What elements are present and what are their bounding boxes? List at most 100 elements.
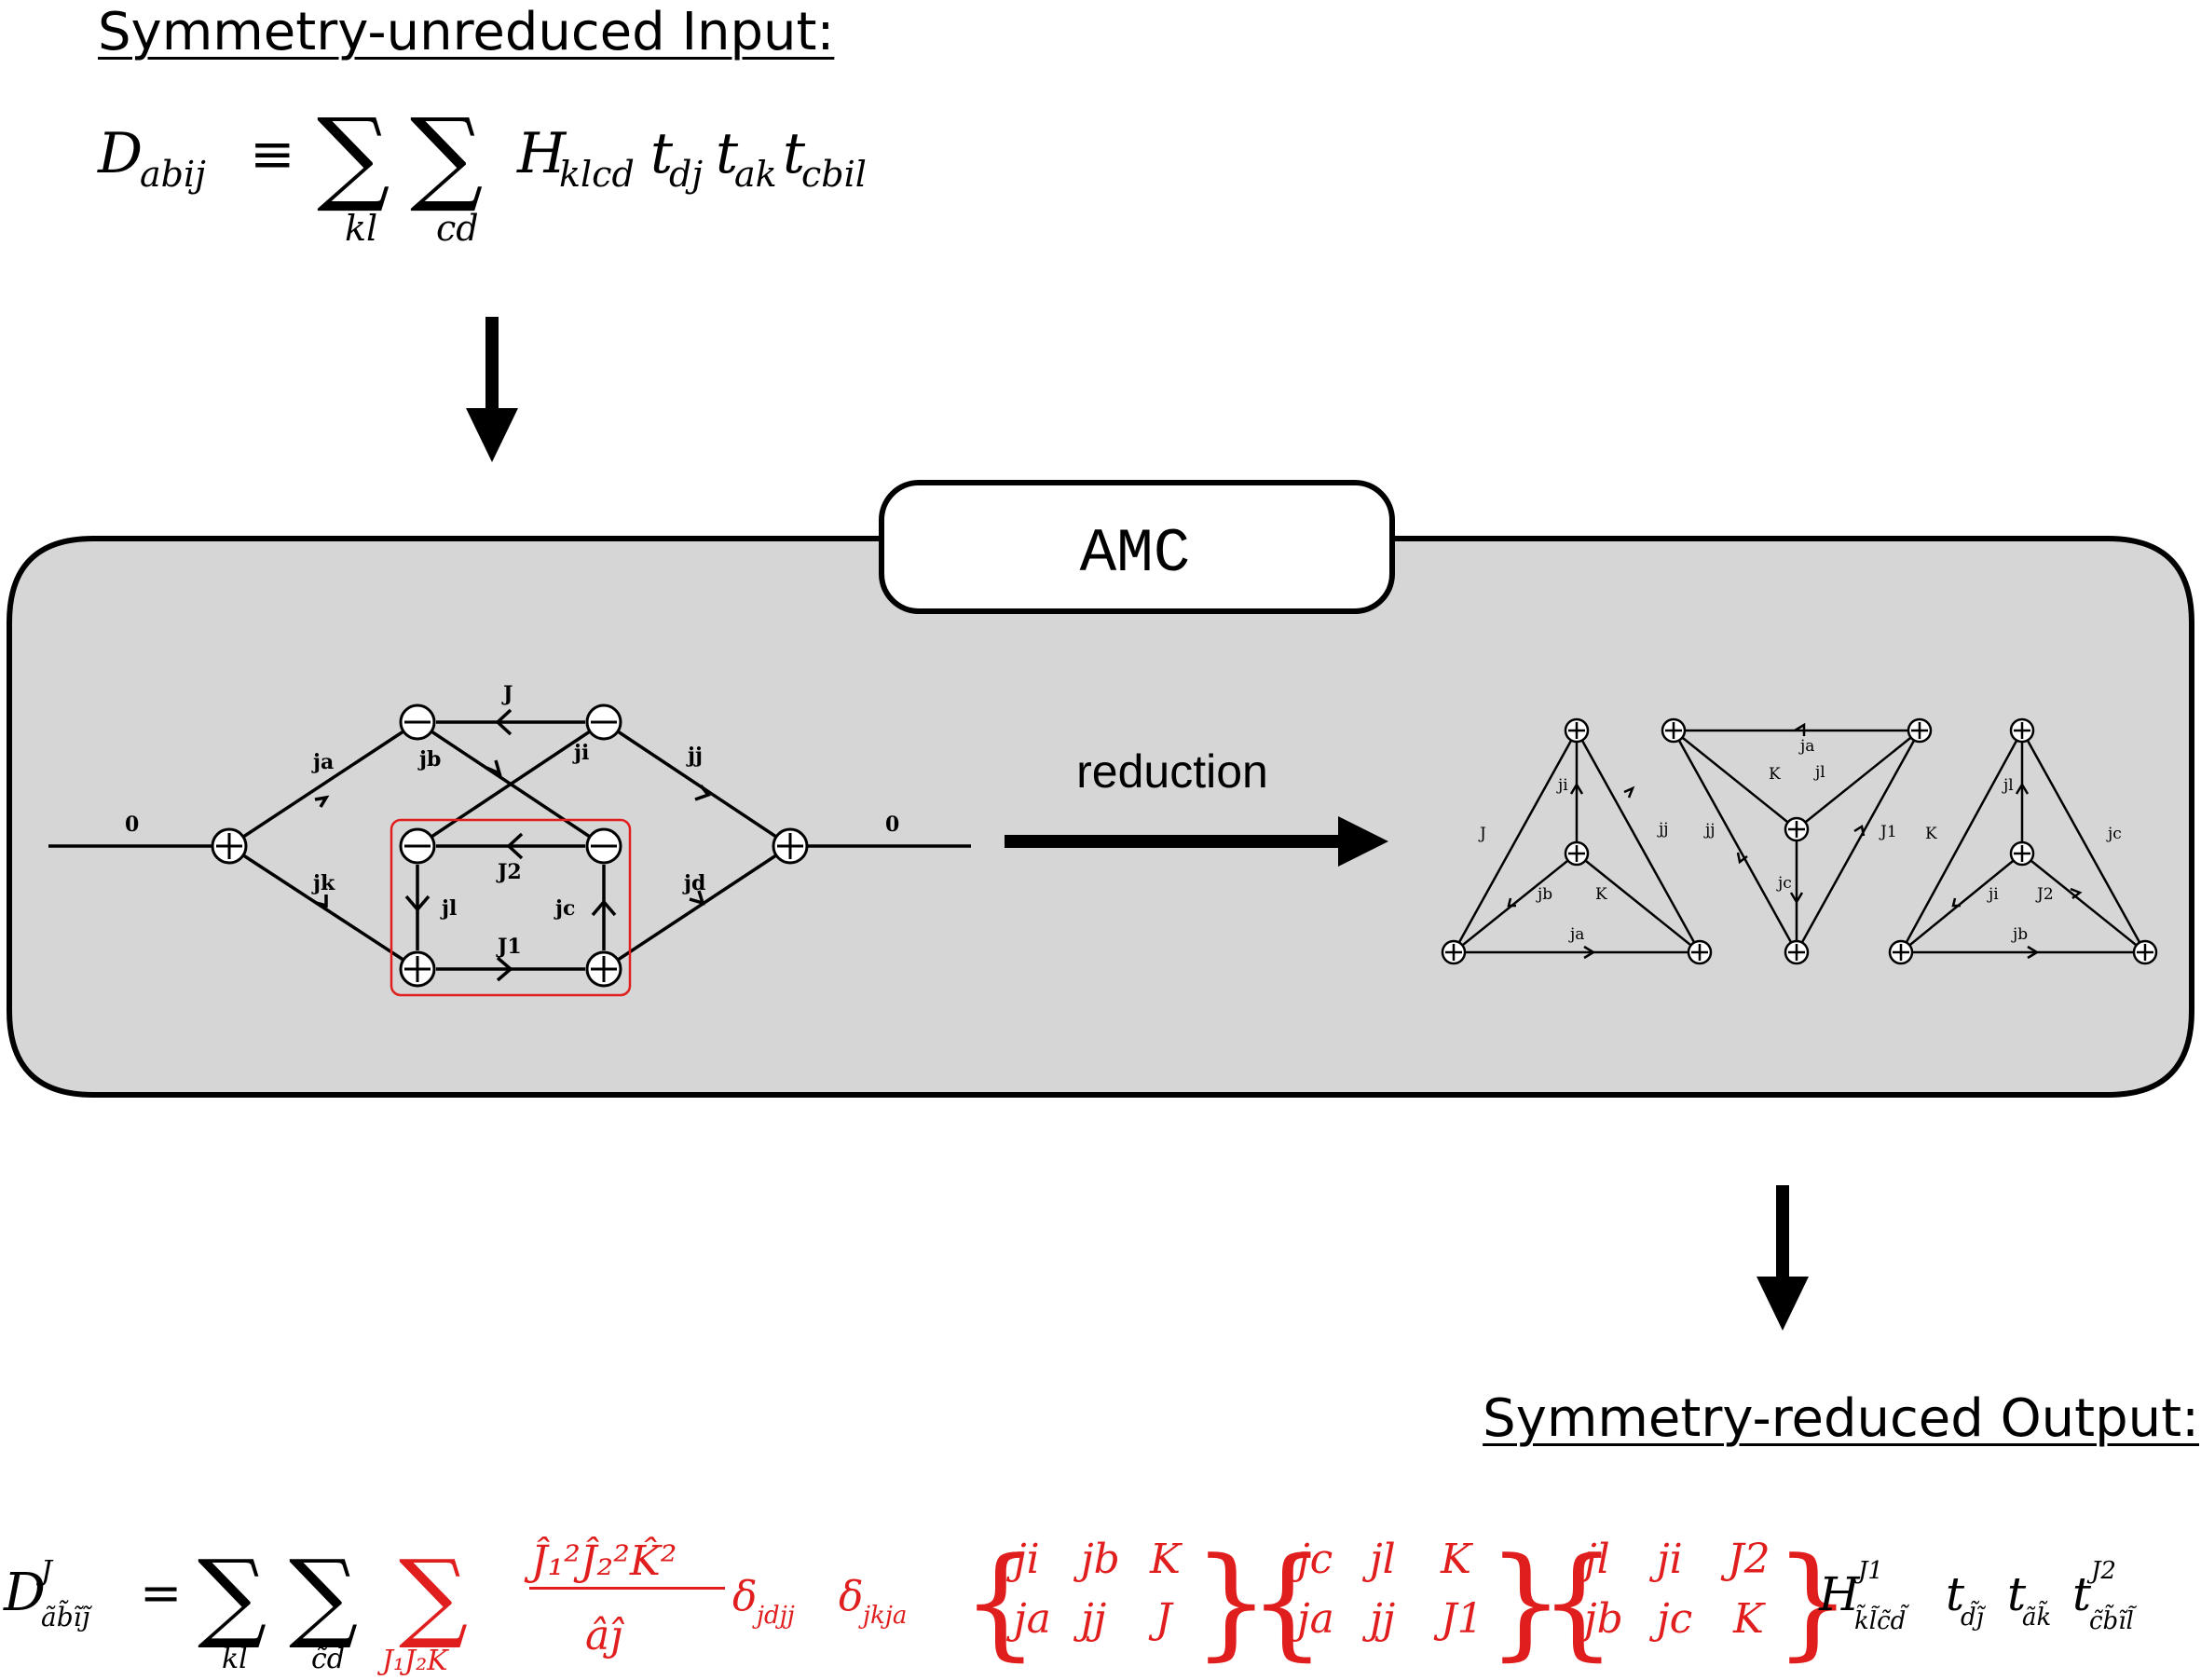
node-plus-right <box>772 827 809 865</box>
input-sum2-sub: cd <box>436 208 479 249</box>
svg-text:t: t <box>2007 1567 2027 1621</box>
input-heading: Symmetry-unreduced Input: <box>98 2 835 62</box>
svg-text:d̃j̃: d̃j̃ <box>1961 1600 1987 1632</box>
svg-text:∑: ∑ <box>198 1538 267 1652</box>
input-t3: t <box>783 121 806 186</box>
svg-text:δ: δ <box>732 1573 758 1620</box>
node-plus-left <box>211 827 248 865</box>
svg-text:t: t <box>1946 1567 1965 1621</box>
svg-text:jj: jj <box>1703 821 1716 840</box>
svg-text:jl: jl <box>1361 1536 1396 1583</box>
svg-text:jl: jl <box>2002 776 2014 795</box>
svg-text:=: = <box>140 1564 182 1622</box>
svg-text:J: J <box>1478 825 1486 843</box>
triangle-1-nodes <box>1441 717 1713 965</box>
svg-text:∑: ∑ <box>289 1538 358 1652</box>
label-ja: ja <box>311 750 334 774</box>
svg-text:H: H <box>1818 1567 1861 1621</box>
input-t2: t <box>716 121 739 186</box>
label-jk: jk <box>311 871 335 895</box>
input-t2-sub: ak <box>734 154 777 195</box>
svg-text:D: D <box>3 1563 46 1623</box>
svg-text:K: K <box>1925 825 1937 843</box>
svg-text:âĵ: âĵ <box>585 1612 624 1660</box>
node-minus-mid-left <box>399 827 436 865</box>
label-zero-right: 0 <box>885 813 899 837</box>
left-coupling-diagram <box>48 708 971 997</box>
svg-text:jj: jj <box>1361 1595 1395 1643</box>
triangle-1-labels: ji J jj jb K ja <box>1478 776 1669 944</box>
svg-text:Ĵ₁²Ĵ₂²K̂²: Ĵ₁²Ĵ₂²K̂² <box>524 1536 677 1585</box>
svg-text:}: } <box>1774 1531 1852 1673</box>
svg-text:ji: ji <box>1987 885 1999 904</box>
svg-text:ãk̃: ãk̃ <box>2022 1600 2051 1632</box>
input-H-sub: klcd <box>559 154 635 195</box>
svg-text:J₁J₂K: J₁J₂K <box>376 1645 449 1677</box>
label-ji: ji <box>572 741 589 765</box>
label-J1: J1 <box>496 935 522 959</box>
svg-text:J1: J1 <box>1853 1557 1883 1585</box>
svg-text:jj: jj <box>1657 820 1669 839</box>
svg-text:c̃d̃: c̃d̃ <box>311 1640 349 1675</box>
svg-text:ja: ja <box>1568 925 1584 944</box>
svg-text:J1: J1 <box>1433 1595 1483 1643</box>
svg-text:ja: ja <box>1798 737 1814 756</box>
sum-symbol-1: ∑ <box>317 96 390 215</box>
sum-symbol-2: ∑ <box>410 96 484 215</box>
label-J: J <box>501 682 513 706</box>
label-jb: jb <box>417 747 441 772</box>
svg-text:jc: jc <box>2106 825 2122 843</box>
triangle-3 <box>1899 730 2147 960</box>
svg-text:ja: ja <box>1289 1595 1334 1643</box>
node-minus-mid-right <box>585 827 622 865</box>
reduction-arrow: reduction <box>1005 745 1388 867</box>
input-t1: t <box>650 121 674 186</box>
node-minus-top-left <box>399 703 436 741</box>
svg-text:J2: J2 <box>2086 1557 2116 1585</box>
left-diagram-nodes <box>211 703 809 988</box>
triangle-3-labels: jl K jc ji J2 jb <box>1925 776 2122 944</box>
reduction-label: reduction <box>1076 745 1268 798</box>
equiv-symbol: ≡ <box>250 122 295 185</box>
label-jc: jc <box>554 896 575 921</box>
svg-text:{: { <box>1249 1531 1326 1673</box>
input-sum1-sub: kl <box>345 208 377 249</box>
svg-text:ãb̃ĩj̃: ãb̃ĩj̃ <box>41 1600 93 1632</box>
input-t1-sub: dj <box>669 154 703 195</box>
svg-text:jb: jb <box>1073 1536 1120 1583</box>
input-H: H <box>516 121 567 186</box>
label-J2: J2 <box>496 860 522 884</box>
node-minus-top-right <box>585 703 622 741</box>
down-arrow-output <box>1757 1185 1809 1331</box>
input-lhs-sub: abij <box>140 154 206 195</box>
svg-text:J2: J2 <box>2035 885 2054 904</box>
triangle-2 <box>1672 722 1921 953</box>
amc-title-box <box>879 480 1395 614</box>
svg-text:{: { <box>962 1531 1039 1673</box>
input-lhs: D <box>97 121 143 186</box>
output-equation: D J ãb̃ĩj̃ = ∑ k̃l̃ ∑ c̃d̃ ∑ J₁J₂K Ĵ₁²Ĵ₂… <box>3 1531 2138 1677</box>
input-equation: D abij ≡ ∑ kl ∑ cd H klcd t dj t ak t cb… <box>97 96 867 249</box>
svg-text:k̃l̃c̃d̃: k̃l̃c̃d̃ <box>1854 1604 1910 1635</box>
label-jd: jd <box>682 871 705 895</box>
svg-text:jb: jb <box>2011 925 2028 944</box>
svg-text:K: K <box>1595 885 1607 904</box>
svg-text:K: K <box>1769 765 1781 784</box>
svg-text:jj: jj <box>1073 1595 1106 1643</box>
left-diagram-labels: 0 0 J ja jb ji jj jk jl jc jd J2 J1 <box>125 682 899 959</box>
svg-text:K: K <box>1440 1536 1473 1583</box>
svg-text:k̃l̃: k̃l̃ <box>222 1640 253 1675</box>
svg-text:K: K <box>1732 1595 1766 1643</box>
svg-text:∑: ∑ <box>399 1538 468 1652</box>
svg-text:J: J <box>1148 1595 1174 1643</box>
node-plus-bottom-left <box>399 950 436 988</box>
svg-text:jkja: jkja <box>858 1602 907 1630</box>
triangle-1 <box>1452 730 1702 960</box>
svg-text:{: { <box>1539 1531 1617 1673</box>
svg-text:K: K <box>1149 1536 1183 1583</box>
triangle-2-labels: ja K jl jj jc J1 <box>1703 737 1897 893</box>
amc-title: AMC <box>1080 519 1191 589</box>
svg-text:jdjj: jdjj <box>752 1602 795 1630</box>
svg-text:jl: jl <box>1813 763 1825 782</box>
